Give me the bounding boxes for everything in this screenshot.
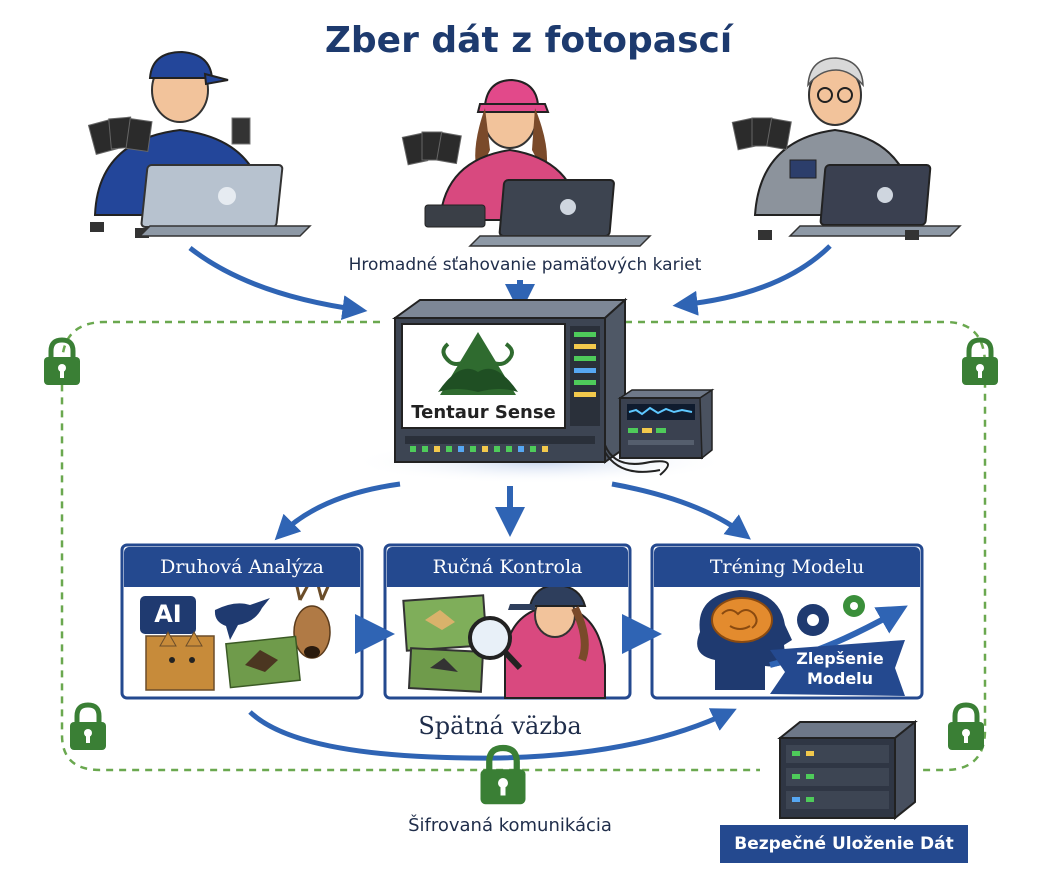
lock-icon — [44, 337, 80, 385]
stage-title-review: Ručná Kontrola — [387, 547, 628, 587]
feedback-label: Spätná väzba — [418, 712, 582, 740]
storage-label: Bezpečné Uloženie Dát — [720, 825, 968, 863]
lock-icon — [70, 702, 106, 750]
review-illustration — [402, 583, 606, 699]
person-ranger-center — [401, 78, 652, 247]
bulk-download-caption: Hromadné sťahovanie pamäťových kariet — [348, 255, 702, 275]
server-brand-label: Tentaur Sense — [411, 402, 556, 423]
lock-icon — [948, 702, 984, 750]
person-ranger-left — [87, 50, 312, 238]
diagram-title: Zber dát z fotopascí — [324, 20, 733, 61]
lock-icon — [962, 337, 998, 385]
lock-icon — [480, 744, 526, 805]
stage-title-training: Tréning Modelu — [654, 547, 920, 587]
arrow-server-to-training — [611, 481, 751, 540]
arrow-left-to-server — [188, 246, 368, 321]
arrow-right-to-server — [672, 244, 832, 316]
feedback-arrow — [248, 708, 737, 761]
training-illustration — [697, 590, 908, 696]
encryption-label: Šifrovaná komunikácia — [408, 815, 612, 836]
person-ranger-right — [731, 57, 962, 240]
analysis-illustration — [140, 581, 332, 691]
model-improvement-banner: Zlepšenie Modelu — [796, 649, 884, 688]
arrow-server-to-analysis — [274, 481, 401, 541]
tentaur-server — [350, 297, 730, 484]
ai-badge: AI — [154, 600, 182, 628]
stage-title-analysis: Druhová Analýza — [124, 547, 360, 587]
storage-server — [777, 719, 918, 821]
encrypted-channel-loop — [60, 320, 987, 772]
